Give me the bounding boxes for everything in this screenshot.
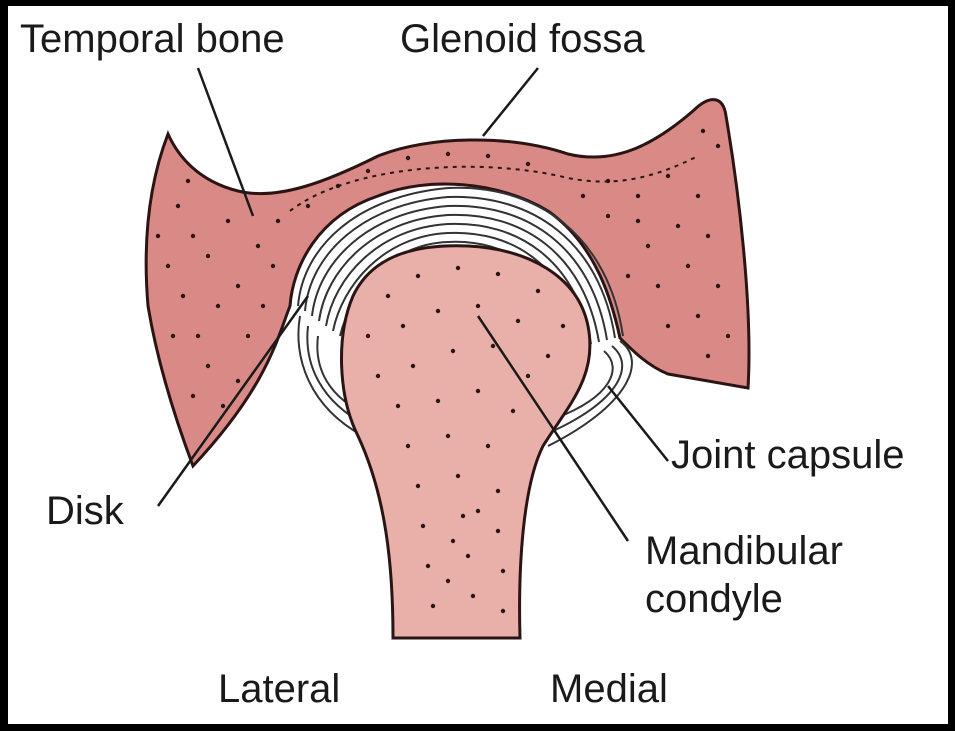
leader-joint-capsule	[608, 386, 668, 461]
diagram-frame: Temporal bone Glenoid fossa Joint capsul…	[8, 6, 948, 724]
tmj-diagram: Temporal bone Glenoid fossa Joint capsul…	[8, 6, 948, 724]
label-disk: Disk	[46, 489, 125, 533]
label-mandibular-condyle-line1: Mandibular	[645, 529, 843, 573]
mandibular-condyle	[342, 246, 590, 638]
leader-glenoid-fossa	[483, 68, 538, 136]
label-joint-capsule: Joint capsule	[671, 433, 904, 477]
label-mandibular-condyle-line2: condyle	[645, 577, 783, 621]
label-lateral: Lateral	[218, 667, 340, 711]
label-temporal-bone: Temporal bone	[20, 17, 285, 61]
label-medial: Medial	[550, 667, 668, 711]
label-glenoid-fossa: Glenoid fossa	[400, 17, 645, 61]
